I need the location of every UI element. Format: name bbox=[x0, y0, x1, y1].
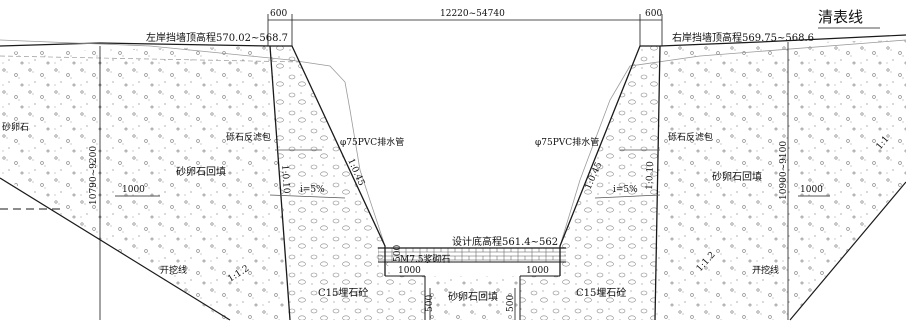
bottom-left-width: 1000 bbox=[398, 266, 421, 276]
right-grade-label: i=5% bbox=[613, 185, 638, 195]
right-height-label: 10900~9100 bbox=[779, 141, 789, 200]
dim-right-top-width: 600 bbox=[645, 9, 662, 19]
left-edge-material: 砂卵石 bbox=[2, 121, 29, 133]
right-excavation-label: 开挖线 bbox=[752, 264, 779, 276]
bottom-backfill-area bbox=[425, 276, 520, 320]
left-wall-back bbox=[269, 45, 291, 321]
left-grade-line bbox=[269, 194, 346, 199]
dim-channel-width: 12220~54740 bbox=[440, 9, 505, 19]
right-wall-back bbox=[654, 45, 661, 321]
left-concrete-label: C15埋石砼 bbox=[318, 286, 368, 299]
foundation-right-depth: 500 bbox=[506, 295, 516, 312]
right-grade-line bbox=[594, 194, 661, 199]
clear-surface-line bbox=[0, 39, 386, 247]
left-backfill-label: 砂卵石回填 bbox=[176, 165, 226, 178]
left-wall-outline bbox=[270, 45, 386, 276]
excavation-line-right bbox=[789, 181, 906, 321]
right-backfill-area bbox=[655, 40, 906, 320]
left-backfill-area bbox=[0, 46, 290, 320]
clear-surface-label: 清表线 bbox=[818, 8, 863, 26]
right-berm-width: 1000 bbox=[800, 185, 823, 195]
right-filter-label: 砾石反滤包 bbox=[668, 131, 713, 143]
right-wall-outline bbox=[559, 45, 660, 276]
left-filter-label: 砾石反滤包 bbox=[226, 131, 271, 143]
right-wall-body bbox=[520, 46, 660, 320]
left-berm-width: 1000 bbox=[122, 185, 145, 195]
right-drain-label: φ75PVC排水管 bbox=[535, 136, 599, 148]
bottom-masonry bbox=[378, 248, 566, 262]
foundation-left-depth: 500 bbox=[425, 295, 435, 312]
bottom-right-width: 1000 bbox=[526, 266, 549, 276]
ground-surface-left bbox=[0, 42, 271, 47]
dim-left-top-width: 600 bbox=[270, 9, 287, 19]
bottom-backfill-label: 砂卵石回填 bbox=[448, 290, 498, 303]
left-drain-label: φ75PVC排水管 bbox=[340, 136, 404, 148]
clear-surface-line-right bbox=[559, 39, 906, 247]
bottom-thickness: 500 bbox=[393, 245, 403, 262]
bottom-masonry-label: M7.5浆砌石 bbox=[400, 253, 451, 265]
right-wall-top-elevation: 右岸挡墙顶高程569.75~568.6 bbox=[672, 31, 814, 44]
clear-surface-line-dashed bbox=[0, 55, 301, 63]
left-wall-body bbox=[270, 46, 425, 320]
excavation-line-left bbox=[0, 177, 231, 321]
right-backfill-label: 砂卵石回填 bbox=[712, 170, 762, 183]
right-outer-slope: 1:0.10 bbox=[645, 161, 656, 190]
left-outer-slope: 1:0.10 bbox=[279, 165, 291, 195]
left-grade-label: i=5% bbox=[300, 185, 325, 195]
left-excavation-label: 开挖线 bbox=[160, 264, 187, 276]
design-bottom-elevation: 设计底高程561.4~562 bbox=[452, 235, 558, 248]
right-concrete-label: C15埋石砼 bbox=[576, 286, 626, 299]
left-height-label: 10790~9200 bbox=[89, 146, 99, 205]
left-wall-top-elevation: 左岸挡墙顶高程570.02~568.7 bbox=[146, 31, 288, 44]
ground-surface-right bbox=[659, 34, 906, 47]
